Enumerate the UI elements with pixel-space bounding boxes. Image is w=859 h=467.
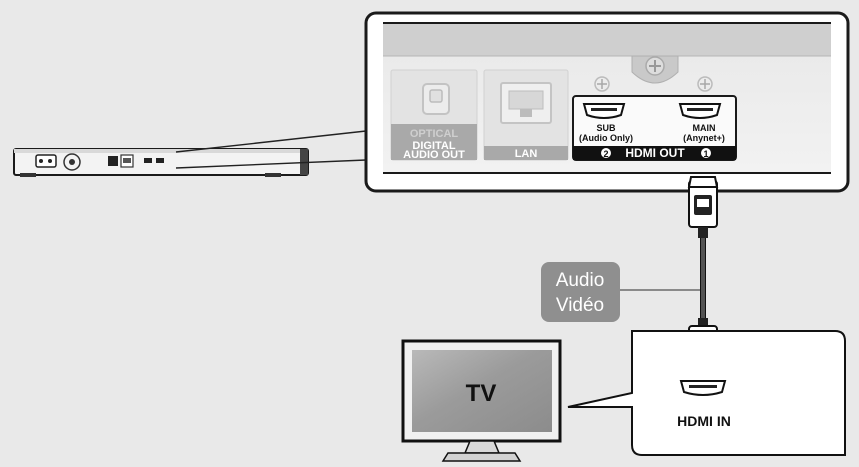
hdmi-out-label: HDMI OUT <box>625 146 685 160</box>
lan-label: LAN <box>515 148 538 160</box>
hdmi-sub-title: SUB <box>596 123 616 133</box>
tv-hdmi-in-callout <box>567 330 846 456</box>
hdmi-ports <box>572 76 737 161</box>
hdmi-main-subtitle: (Anynet+) <box>683 133 725 143</box>
audio-out-label: AUDIO OUT <box>403 149 465 161</box>
tv-stand <box>441 452 522 462</box>
hdmi-sub-number: 2 <box>603 149 608 159</box>
tv-set <box>401 339 562 462</box>
fan-icon <box>63 153 81 171</box>
lan-port-group <box>483 69 569 161</box>
hdmi-main-number: 1 <box>703 149 708 159</box>
digital-label: DIGITAL <box>412 140 455 152</box>
hdmi-in-label: HDMI IN <box>677 413 731 429</box>
power-port-icon <box>35 154 57 168</box>
player-device <box>13 130 367 177</box>
hdmi-sub-subtitle: (Audio Only) <box>579 133 633 143</box>
hdmi-main-title: MAIN <box>693 123 716 133</box>
signal-label <box>541 262 700 322</box>
signal-label-audio: Audio <box>556 270 605 291</box>
signal-label-video: Vidéo <box>556 295 604 316</box>
tv-label: TV <box>466 380 497 407</box>
optical-label: OPTICAL <box>410 128 459 140</box>
